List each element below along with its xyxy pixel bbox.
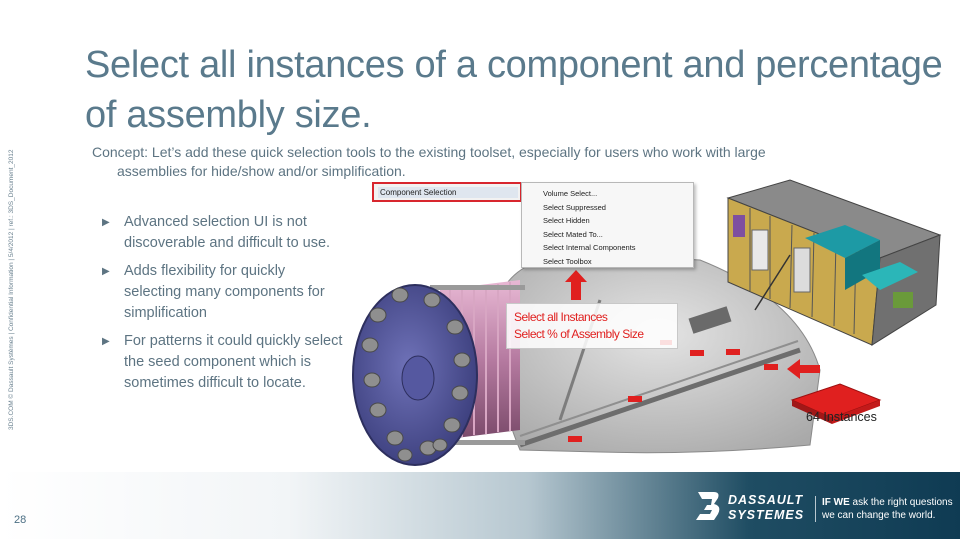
coil-rod — [430, 440, 525, 445]
submenu-item-volume-select[interactable]: Volume Select... — [543, 189, 598, 198]
submenu-item-select-mated-to[interactable]: Select Mated To... — [543, 229, 603, 239]
instance-marker — [690, 350, 704, 356]
submenu-item-select-internal[interactable]: Select Internal Components — [543, 243, 636, 252]
concept-line-2: assemblies for hide/show and/or simplifi… — [117, 163, 406, 179]
bullet-line: the seed component which is — [124, 354, 311, 370]
instance-marker — [764, 364, 778, 370]
callout-select-percent-size[interactable]: Select % of Assembly Size — [514, 327, 644, 341]
footer-band — [0, 472, 960, 539]
coil-rings — [449, 282, 511, 438]
bullet-arrow-icon: ▶ — [102, 217, 110, 228]
tagline-line-1: IF WE ask the right questions — [822, 497, 953, 508]
machine-green-part — [893, 292, 913, 308]
coil-rod — [430, 285, 525, 290]
instance-marker — [568, 436, 582, 442]
tagline-line-2: we can change the world. — [822, 510, 936, 521]
bullet-line: discoverable and difficult to use. — [124, 235, 331, 251]
3ds-logo-icon — [696, 492, 720, 520]
bullet-item: ▶ For patterns it could quickly select t… — [102, 331, 362, 394]
bullet-line: selecting many components for — [124, 284, 325, 300]
concept-text: Concept: Let’s add these quick selection… — [92, 143, 852, 181]
machine-teal-block — [805, 225, 880, 258]
tagline-bold: IF WE — [822, 497, 850, 508]
bullet-line: Adds flexibility for quickly — [124, 263, 286, 279]
red-arrow-up-icon — [565, 270, 587, 300]
machine-right-face — [871, 234, 941, 346]
logo-word-dassault: DASSAULT — [728, 493, 804, 507]
leader-line — [754, 254, 791, 311]
machine-purple-part — [733, 215, 745, 237]
page-number: 28 — [14, 514, 27, 526]
machine-left-face — [727, 197, 881, 346]
bullet-item: ▶ Advanced selection UI is not discovera… — [102, 212, 362, 254]
bullet-list: ▶ Advanced selection UI is not discovera… — [102, 212, 362, 401]
logo-word-systemes: SYSTEMES — [728, 508, 805, 522]
submenu-item-select-toolbox[interactable]: Select Toolbox — [543, 256, 592, 266]
machine-panels — [749, 208, 857, 335]
machine-module — [793, 247, 811, 293]
bullet-line: simplification — [124, 305, 207, 321]
concept-line-1: Concept: Let’s add these quick selection… — [92, 144, 766, 160]
component-selection-submenu: Volume Select... Select Suppressed Selec… — [521, 182, 694, 268]
context-menu: Component Selection — [372, 182, 522, 202]
bullet-line: For patterns it could quickly select — [124, 333, 343, 349]
logo-divider — [815, 496, 816, 522]
instances-label: 64 Instances — [806, 410, 877, 424]
instance-marker — [628, 396, 642, 402]
instance-marker — [726, 349, 740, 355]
proposed-menu-callout: Select all Instances Select % of Assembl… — [506, 303, 678, 349]
menu-item-component-selection[interactable]: Component Selection — [378, 187, 518, 198]
machine-teal-block — [845, 240, 880, 290]
confidentiality-notice: 3DS.COM © Dassault Systèmes | Confidenti… — [8, 130, 22, 430]
tagline-rest: ask the right questions — [849, 497, 953, 508]
assembly-floor — [497, 254, 821, 454]
machine-teal-block — [862, 262, 918, 290]
bullet-line: Advanced selection UI is not — [124, 214, 307, 230]
callout-select-all-instances[interactable]: Select all Instances — [514, 310, 608, 324]
flange-plate — [352, 284, 478, 466]
machine-module — [751, 229, 769, 271]
submenu-item-select-suppressed[interactable]: Select Suppressed — [543, 202, 606, 212]
submenu-item-select-hidden[interactable]: Select Hidden — [543, 216, 590, 225]
flange-center — [401, 355, 435, 401]
bullet-arrow-icon: ▶ — [102, 336, 110, 347]
flange-bolts — [361, 287, 471, 462]
page-title: Select all instances of a component and … — [85, 44, 943, 136]
red-arrow-left-icon — [787, 359, 820, 379]
bullet-line: sometimes difficult to locate. — [124, 375, 306, 391]
machine-top — [726, 179, 942, 259]
confidentiality-text: 3DS.COM © Dassault Systèmes | Confidenti… — [8, 149, 15, 430]
rail — [519, 340, 799, 437]
floor-slot — [688, 306, 732, 334]
bullet-arrow-icon: ▶ — [102, 266, 110, 277]
bullet-item: ▶ Adds flexibility for quickly selecting… — [102, 261, 362, 324]
dassault-logo: DASSAULT SYSTEMES IF WE ask the right qu… — [694, 488, 953, 528]
rail — [519, 347, 801, 448]
